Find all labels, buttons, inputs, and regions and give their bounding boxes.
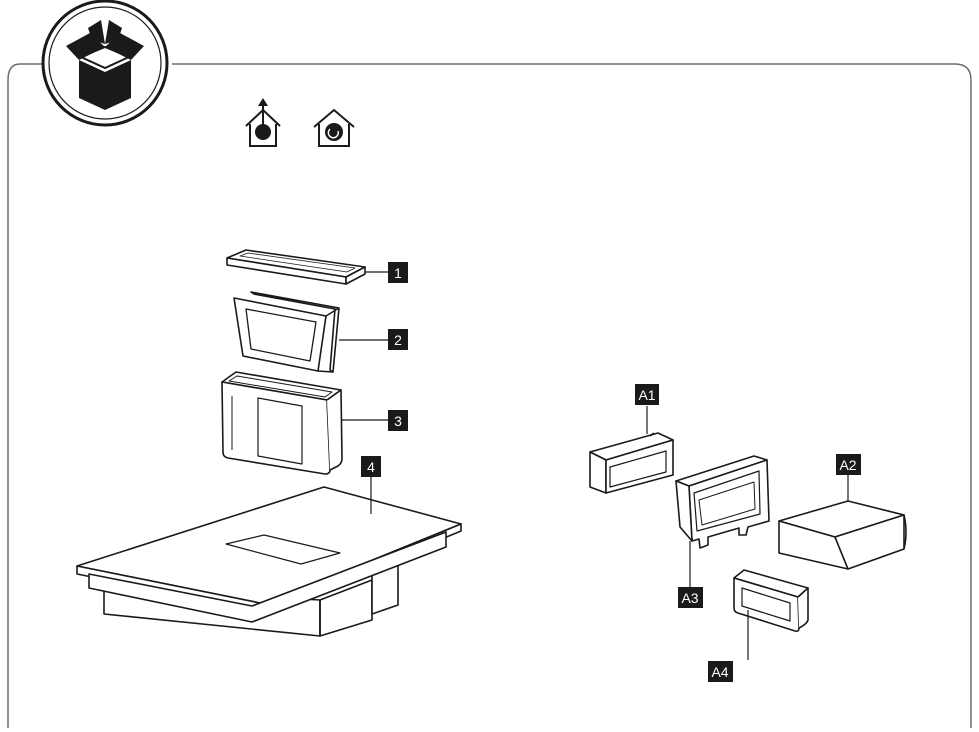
- part-a3-duct-adapter: [675, 455, 770, 549]
- ducted-extraction-icon: [245, 98, 281, 147]
- svg-text:A4: A4: [711, 664, 728, 680]
- frame-border: [7, 63, 972, 728]
- label-2: 2: [388, 329, 408, 350]
- leader-lines: [339, 271, 849, 660]
- part-a4-duct-piece: [733, 569, 809, 632]
- open-box-icon: [41, 0, 169, 127]
- label-a4: A4: [708, 661, 733, 682]
- part-a2-duct-piece: [778, 500, 907, 570]
- svg-text:A2: A2: [839, 457, 856, 473]
- label-a2: A2: [836, 454, 861, 475]
- part-4-hob: [76, 486, 462, 637]
- recirculation-icon: [313, 108, 355, 147]
- svg-text:2: 2: [394, 332, 402, 348]
- part-2-filter-frame: [233, 291, 340, 373]
- svg-text:A3: A3: [681, 590, 698, 606]
- svg-text:4: 4: [367, 459, 375, 475]
- label-a1: A1: [635, 384, 659, 405]
- part-3-filter-housing: [221, 371, 343, 475]
- part-1-filter-strip: [226, 249, 366, 285]
- svg-text:3: 3: [394, 413, 402, 429]
- svg-text:1: 1: [394, 265, 402, 281]
- label-3: 3: [388, 410, 408, 431]
- label-1: 1: [388, 262, 408, 283]
- part-a1-duct-piece: [589, 432, 674, 494]
- label-a3: A3: [678, 587, 703, 608]
- label-4: 4: [361, 456, 381, 477]
- svg-text:A1: A1: [638, 387, 655, 403]
